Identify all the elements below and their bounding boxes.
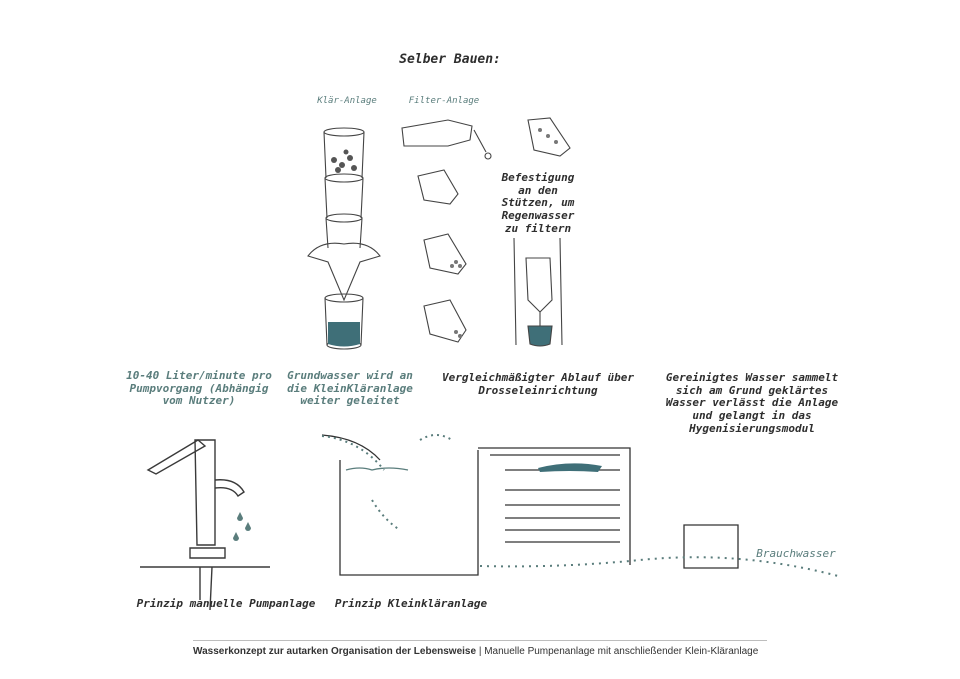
prinzip-klaer-caption: Prinzip Kleinkläranlage xyxy=(330,598,492,611)
befestigung-label: Befestigung an den Stützen, um Regenwass… xyxy=(496,172,580,235)
klaer-anlage-label: Klär-Anlage xyxy=(310,96,384,106)
gereinigt-label: Gereinigtes Wasser sammelt sich am Grund… xyxy=(662,372,842,435)
klaeranlage-column xyxy=(308,128,380,349)
manual-pump xyxy=(140,440,270,610)
ablauf-label: Vergleichmäßigter Ablauf über Drosselein… xyxy=(436,372,640,397)
filter-anlage-label: Filter-Anlage xyxy=(404,96,484,106)
brauchwasser-label: Brauchwasser xyxy=(748,548,844,561)
grundwasser-label: Grundwasser wird an die KleinKläranlage … xyxy=(282,370,418,408)
footer-separator: | xyxy=(476,646,484,657)
footer-divider xyxy=(193,640,767,641)
footer-subtitle: Manuelle Pumpenanlage mit anschließender… xyxy=(484,646,758,657)
mounted-filter-bottle xyxy=(514,238,562,346)
prinzip-pumpe-caption: Prinzip manuelle Pumpanlage xyxy=(128,598,324,611)
page-title: Selber Bauen: xyxy=(395,53,505,68)
footer-title: Wasserkonzept zur autarken Organisation … xyxy=(193,646,476,657)
pump-rate-label: 10-40 Liter/minute pro Pumpvorgang (Abhä… xyxy=(124,370,274,408)
kleinklaeranlage xyxy=(322,435,738,575)
footer: Wasserkonzept zur autarken Organisation … xyxy=(193,646,758,657)
